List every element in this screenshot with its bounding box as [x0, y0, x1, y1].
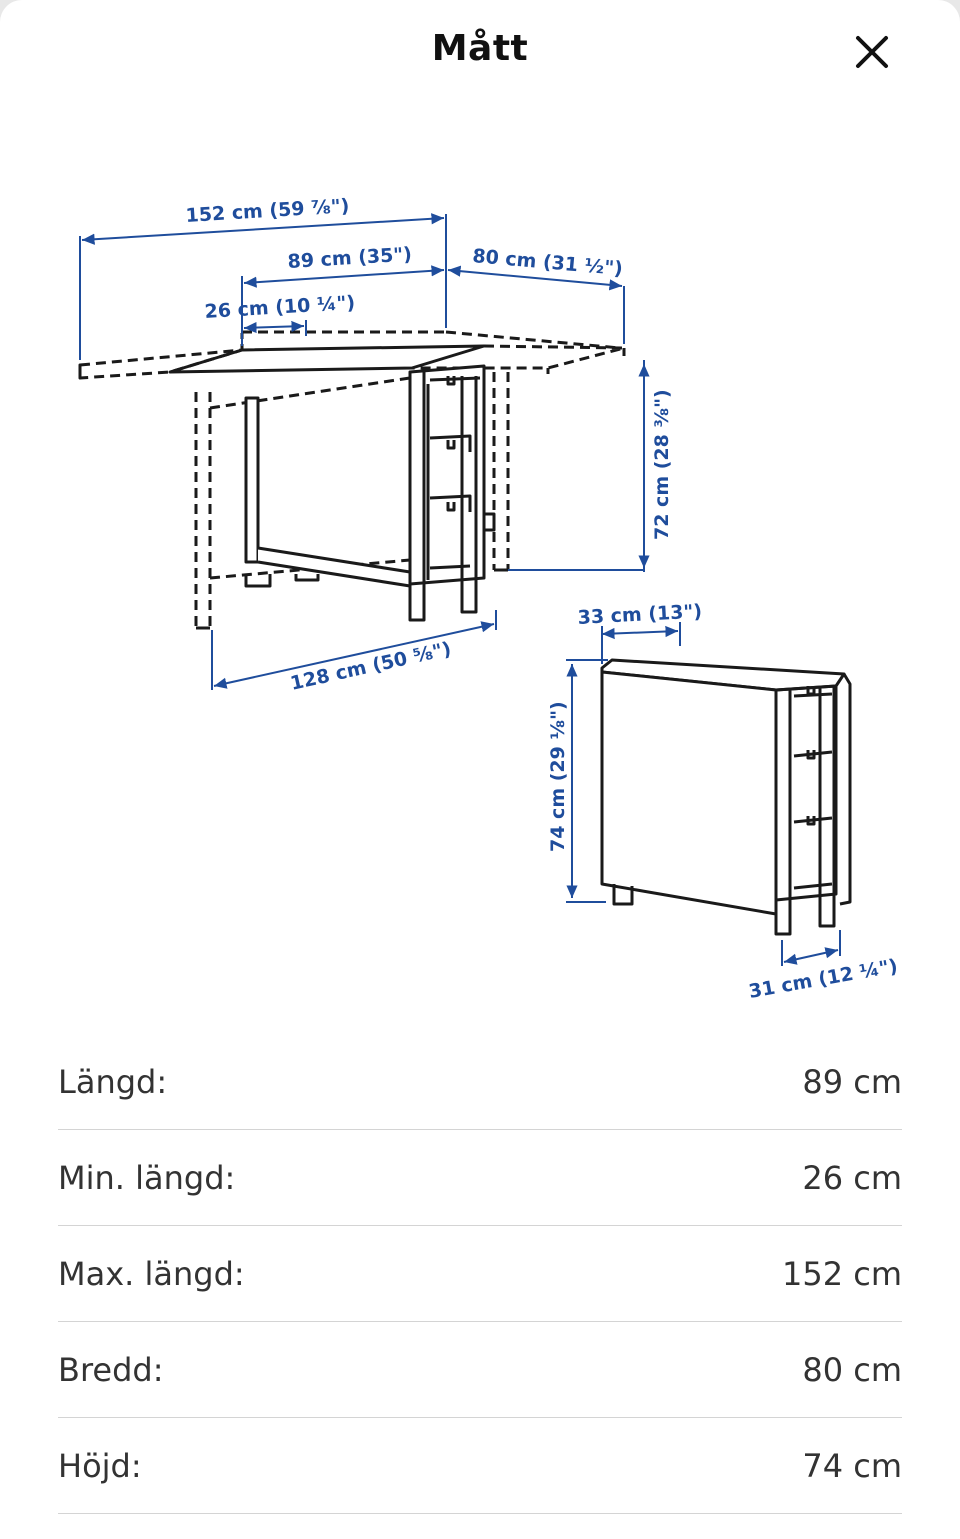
close-icon	[856, 36, 888, 68]
spec-row-min-length: Min. längd: 26 cm	[58, 1130, 902, 1226]
folded-table-dimensions	[566, 622, 841, 966]
dim-height-open-label: 72 cm (28 ⅜")	[651, 389, 673, 540]
spec-row-length: Längd: 89 cm	[58, 1034, 902, 1130]
spec-label: Min. längd:	[58, 1158, 236, 1197]
spec-row-height: Höjd: 74 cm	[58, 1418, 902, 1514]
product-dimension-drawing: 152 cm (59 ⅞") 89 cm (35") 26 cm (10 ¼")…	[0, 180, 960, 1010]
spec-value: 80 cm	[802, 1350, 902, 1389]
sheet-title: Mått	[431, 28, 529, 69]
dimension-drawing-svg: 152 cm (59 ⅞") 89 cm (35") 26 cm (10 ¼")…	[78, 195, 899, 1003]
spec-row-width: Bredd: 80 cm	[58, 1322, 902, 1418]
dim-min-length-label: 26 cm (10 ¼")	[204, 292, 356, 323]
spec-value: 26 cm	[802, 1158, 902, 1197]
dim-folded-top-label: 33 cm (13")	[577, 601, 702, 629]
folded-table-drawing	[600, 658, 852, 936]
dim-folded-base-label: 31 cm (12 ¼")	[747, 955, 899, 1003]
open-table-drawing	[78, 330, 626, 630]
open-table-dimensions	[79, 213, 650, 690]
dim-folded-height-label: 74 cm (29 ⅛")	[547, 701, 569, 852]
spec-label: Bredd:	[58, 1350, 164, 1389]
spec-label: Max. längd:	[58, 1254, 245, 1293]
spec-row-max-length: Max. längd: 152 cm	[58, 1226, 902, 1322]
sheet-header: Mått	[0, 0, 960, 104]
spec-value: 74 cm	[802, 1446, 902, 1485]
spec-value: 89 cm	[802, 1062, 902, 1101]
spec-label: Längd:	[58, 1062, 168, 1101]
dimension-specs-list: Längd: 89 cm Min. längd: 26 cm Max. läng…	[58, 1034, 902, 1514]
close-button[interactable]	[846, 26, 898, 78]
dim-max-length-label: 152 cm (59 ⅞")	[185, 195, 350, 227]
spec-value: 152 cm	[781, 1254, 902, 1293]
spec-label: Höjd:	[58, 1446, 142, 1485]
dim-length-label: 89 cm (35")	[287, 243, 413, 273]
dim-base-length-label: 128 cm (50 ⅝")	[288, 638, 453, 695]
